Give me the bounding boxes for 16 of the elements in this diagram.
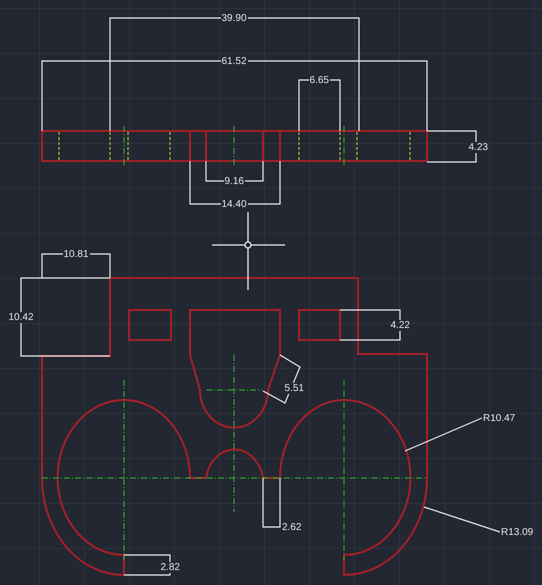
dimension-text: 2.82 <box>160 562 181 572</box>
dimension-text: 2.62 <box>281 522 302 532</box>
dimension-text: 39.90 <box>220 12 248 24</box>
dimension-text: 14.40 <box>220 198 248 210</box>
dimension-text: 9.16 <box>224 176 245 186</box>
leader-line <box>424 506 500 533</box>
leader-line <box>404 417 482 452</box>
dimension-text: 4.22 <box>390 320 411 330</box>
dimension-text: 10.81 <box>62 248 90 260</box>
radius-label: R10.47 <box>482 412 516 424</box>
dimension-text: 10.42 <box>8 312 35 322</box>
radius-label: R13.09 <box>500 526 534 538</box>
dimension-text: 6.65 <box>308 74 330 86</box>
dimension-text: 4.23 <box>468 142 489 152</box>
dimension-text: 5.51 <box>284 382 305 394</box>
dimension-text: 61.52 <box>220 56 248 66</box>
